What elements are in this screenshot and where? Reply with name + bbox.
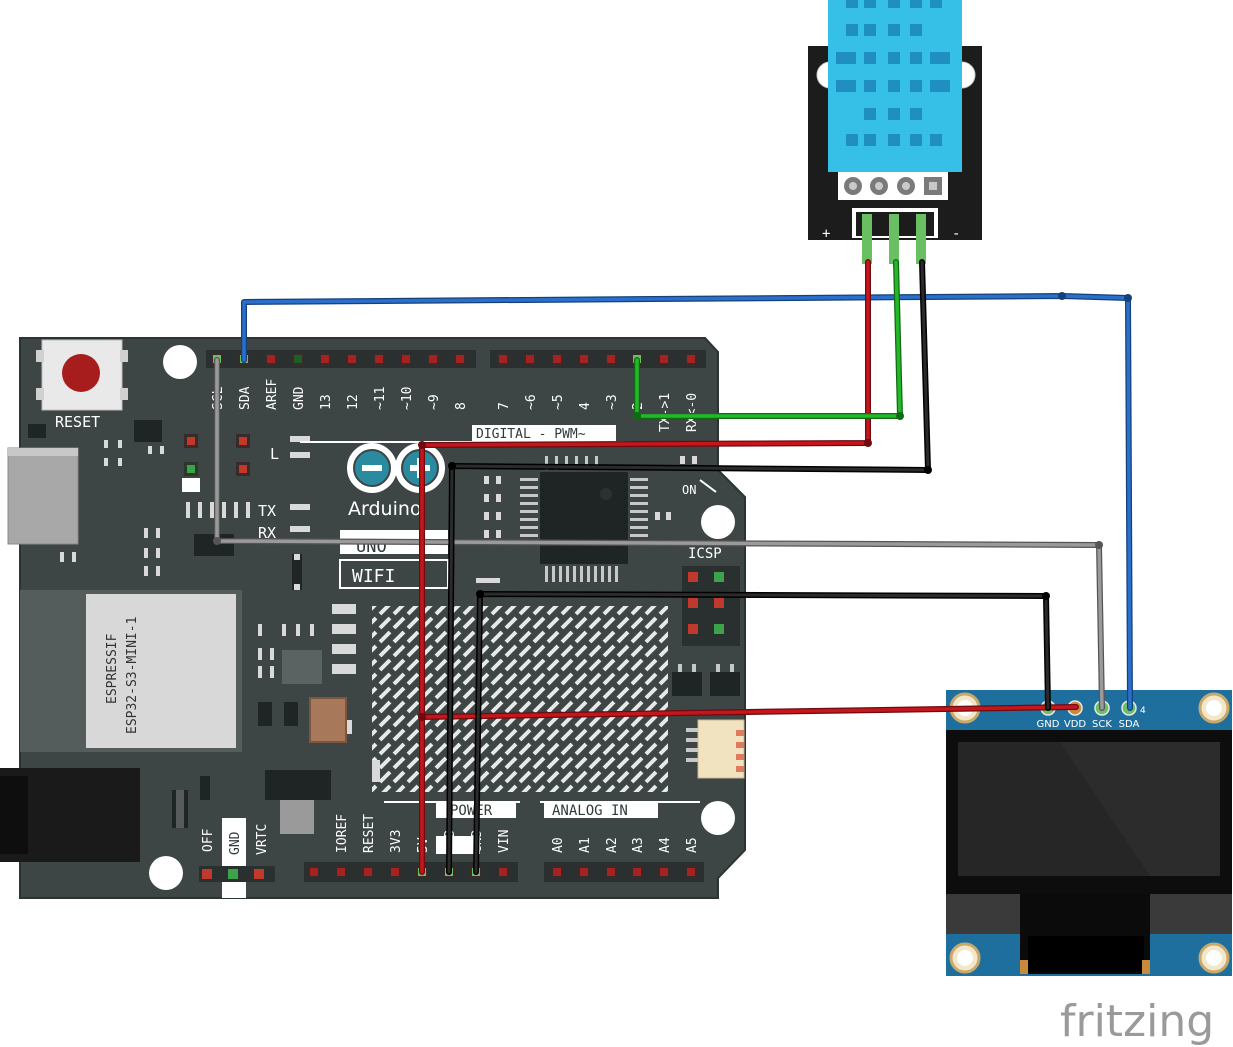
header-pin-label: ~11 [373, 387, 388, 410]
power-pin-4[interactable] [389, 866, 401, 878]
rx-label: RX [258, 524, 276, 542]
on-label: ON [682, 483, 696, 497]
header-pin-label: AREF [265, 379, 280, 410]
wifi-text: WIFI [352, 566, 395, 587]
header-pin-label: ~6 [524, 394, 539, 410]
analog-pin-6[interactable] [685, 866, 697, 878]
power-pin-label: 3V3 [389, 830, 404, 853]
header-pin-label: 7 [497, 402, 512, 410]
analog-in-label: ANALOG IN [552, 803, 628, 819]
mounting-hole [149, 856, 183, 890]
digital-pwm-label: DIGITAL - PWM~ [476, 427, 586, 442]
led-l-label: L [270, 445, 279, 463]
analog-pin-5[interactable] [658, 866, 670, 878]
analog-pin-label: A3 [631, 837, 646, 853]
power-pin-3[interactable] [362, 866, 374, 878]
analog-pin-3[interactable] [605, 866, 617, 878]
header-pin-label: GND [292, 386, 307, 410]
regulator [265, 770, 331, 800]
header-pin-11[interactable] [497, 353, 509, 365]
usb-connector [7, 447, 79, 545]
dht11-pins [862, 214, 926, 264]
sensor-plus-label: + [822, 226, 830, 242]
analog-pin-label: A5 [685, 837, 700, 853]
analog-pin-label: A0 [551, 837, 566, 853]
oled-pin-label: VDD [1064, 719, 1087, 730]
header-pin-5[interactable] [319, 353, 331, 365]
analog-pin-4[interactable] [631, 866, 643, 878]
header-pin-3[interactable] [265, 353, 277, 365]
status-leds [182, 434, 250, 492]
header-pin-label: ~5 [551, 394, 566, 410]
dc-jack [0, 768, 140, 862]
icsp-header [682, 566, 740, 646]
small-ic [282, 650, 322, 684]
tx-label: TX [258, 502, 276, 520]
sensor-minus-label: - [952, 226, 960, 242]
oled-pin-label: SDA [1119, 719, 1140, 730]
mounting-hole [701, 505, 735, 539]
switch-label-off: OFF [201, 828, 216, 852]
icsp-label: ICSP [688, 546, 722, 562]
crystal [309, 697, 347, 743]
arduino-board: RESET L T [0, 337, 746, 899]
main-chip [520, 456, 648, 582]
header-pin-label: RX<-0 [685, 393, 700, 432]
oled-pin-index: 4 [1140, 706, 1146, 716]
mounting-hole [163, 345, 197, 379]
header-pin-18[interactable] [685, 353, 697, 365]
power-pin-8[interactable] [497, 866, 509, 878]
analog-header [544, 862, 704, 882]
header-pin-9[interactable] [427, 353, 439, 365]
mounting-hole [701, 801, 735, 835]
oled-pin-label: GND [1037, 719, 1060, 730]
oled-pin-label: SCK [1092, 719, 1112, 730]
header-pin-13[interactable] [551, 353, 563, 365]
power-pin-label: RESET [362, 814, 377, 853]
header-pin-label: 8 [454, 402, 469, 410]
header-pin-14[interactable] [578, 353, 590, 365]
header-pin-label: TX->1 [658, 393, 673, 432]
module-vendor: ESPRESSIF [105, 633, 120, 704]
header-pin-17[interactable] [658, 353, 670, 365]
switch-label-vrtc: VRTC [255, 824, 270, 855]
header-pin-7[interactable] [373, 353, 385, 365]
power-pin-2[interactable] [335, 866, 347, 878]
switch-label-gnd: GND [228, 831, 243, 855]
power-header [304, 862, 518, 882]
header-pin-6[interactable] [346, 353, 358, 365]
header-pin-label: ~9 [427, 394, 442, 410]
led-matrix [372, 606, 668, 792]
header-pin-label: ~10 [400, 387, 415, 410]
analog-pin-2[interactable] [578, 866, 590, 878]
header-pin-label: ~3 [605, 394, 620, 410]
power-pin-label: IOREF [335, 814, 350, 853]
analog-pin-1[interactable] [551, 866, 563, 878]
module-name: ESP32-S3-MINI-1 [125, 617, 140, 734]
reset-label: RESET [55, 413, 100, 431]
power-label: POWER [450, 803, 493, 819]
header-pin-label: 13 [319, 394, 334, 410]
header-pin-label: 4 [578, 402, 593, 410]
fritzing-watermark: fritzing [1060, 996, 1214, 1047]
arduino-brand-text: Arduino [348, 498, 422, 520]
dht11-sensor-module: + - [808, 0, 982, 264]
header-pin-label: 12 [346, 394, 361, 410]
analog-pin-label: A2 [605, 837, 620, 853]
analog-pin-label: A1 [578, 837, 593, 853]
header-pin-10[interactable] [454, 353, 466, 365]
header-pin-4[interactable] [292, 353, 304, 365]
header-pin-label: SDA [238, 386, 253, 410]
oled-display-module: GND VDD SCK SDA 4 [946, 690, 1232, 976]
header-pin-12[interactable] [524, 353, 536, 365]
power-pin-1[interactable] [308, 866, 320, 878]
wires [213, 259, 1133, 875]
header-pin-15[interactable] [605, 353, 617, 365]
power-pin-label: VIN [497, 830, 512, 853]
header-pin-8[interactable] [400, 353, 412, 365]
analog-pin-label: A4 [658, 837, 673, 853]
reset-button[interactable] [36, 339, 128, 411]
esp32-module: ESPRESSIF ESP32-S3-MINI-1 [20, 590, 242, 752]
